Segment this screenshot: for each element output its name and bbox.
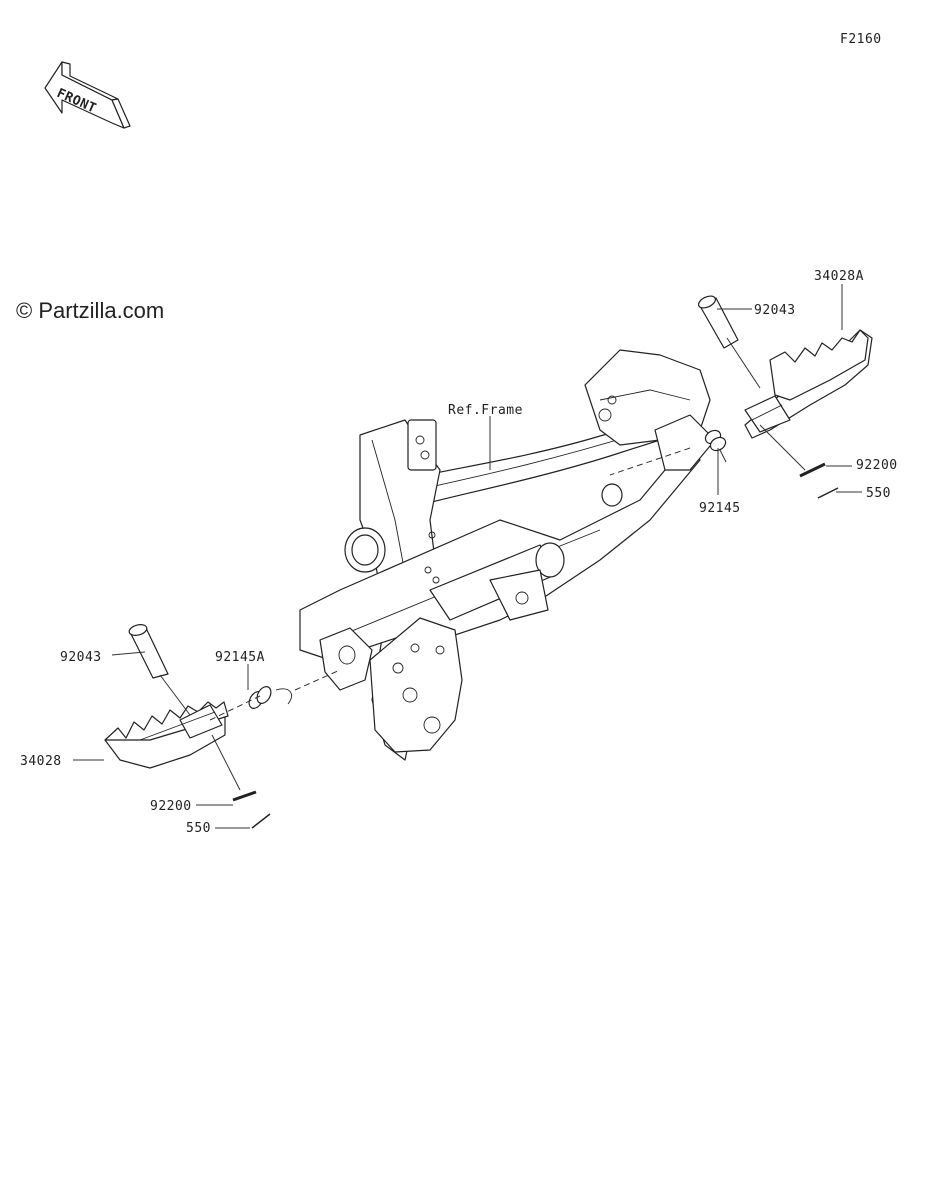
callout-footpeg-left: 34028 [20,754,62,769]
callout-washer-right: 92200 [856,458,898,473]
callout-pin-right: 92043 [754,303,796,318]
callout-spring-right: 92145 [699,501,741,516]
callout-spring-left: 92145A [215,650,265,665]
cotter-left [251,813,271,829]
leader-lines [73,284,862,829]
footpeg-right-assembly [697,295,873,499]
footpeg-right [744,329,873,439]
watermark: © Partzilla.com [16,298,164,323]
footpeg-left [104,701,229,769]
callout-washer-left: 92200 [150,799,192,814]
pin-right [697,295,739,349]
washer-right [799,462,826,478]
frame-illustration [299,349,716,761]
washer-left [232,790,257,802]
callout-footpeg-right: 34028A [814,269,864,284]
front-direction-arrow-icon: FRONT [44,61,131,129]
callout-cotter-left: 550 [186,821,211,836]
figure-code: F2160 [840,32,882,47]
pin-left [128,624,169,679]
callout-cotter-right: 550 [866,486,891,501]
callout-ref-frame: Ref.Frame [448,403,523,418]
callout-pin-left: 92043 [60,650,102,665]
spring-left [248,686,292,709]
cotter-right [817,487,839,499]
spring-right [704,429,727,463]
